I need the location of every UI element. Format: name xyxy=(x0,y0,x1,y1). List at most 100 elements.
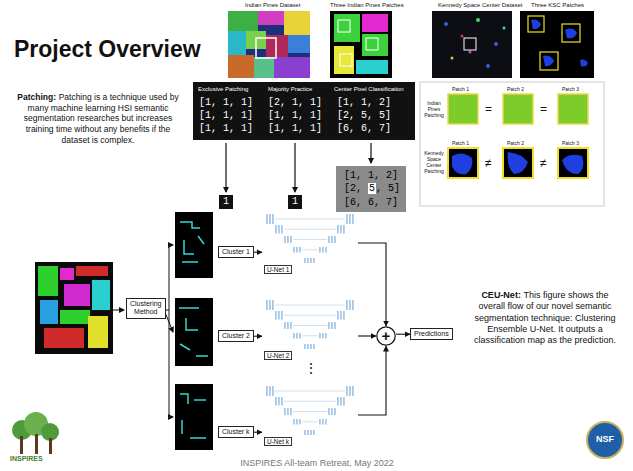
ksc-patches xyxy=(520,11,594,78)
bottleneck-bar xyxy=(313,344,315,349)
bottleneck-bar xyxy=(304,430,306,435)
skip-line xyxy=(275,219,345,220)
label: [1, 1, 1] xyxy=(268,110,322,121)
label: = xyxy=(485,102,492,116)
feature-bar xyxy=(272,386,274,396)
feature-bar xyxy=(325,333,327,339)
feature-bar xyxy=(284,322,286,329)
label: = xyxy=(540,102,547,116)
box-text: Cluster 1 xyxy=(222,248,250,256)
process-box: Cluster 2 xyxy=(218,330,254,342)
label: ≠ xyxy=(485,156,492,170)
feature-bar xyxy=(266,214,268,224)
feature-bar xyxy=(278,397,280,406)
indian-pines-image xyxy=(228,11,310,78)
label: [6, 6, 7] xyxy=(344,197,398,208)
feature-bar xyxy=(269,300,271,310)
label: Patch 3 xyxy=(562,140,579,146)
unet-block: U-Net k xyxy=(262,384,358,446)
ksc-image xyxy=(432,11,512,78)
feature-bar xyxy=(293,333,295,339)
feature-bar xyxy=(290,322,292,329)
connector xyxy=(254,252,262,253)
label: Majority Practice xyxy=(268,86,312,92)
feature-bar xyxy=(281,311,283,320)
box-text: Cluster 2 xyxy=(222,332,250,340)
feature-bar xyxy=(349,214,351,224)
feature-bar xyxy=(281,225,283,234)
label: [1, 1, 1] xyxy=(199,97,253,108)
connector xyxy=(396,334,410,335)
text-run: , 5] xyxy=(376,183,400,194)
clustering-lines xyxy=(113,245,173,417)
text-run: [2, xyxy=(344,183,362,194)
feature-bar xyxy=(269,214,271,224)
feature-bar xyxy=(346,300,348,310)
feature-bar xyxy=(343,311,345,320)
feature-bar xyxy=(343,397,345,406)
skip-line xyxy=(302,421,318,422)
label: INSPIRES All-team Retreat, May 2022 xyxy=(210,458,424,468)
unet-label: U-Net 1 xyxy=(264,265,292,274)
skip-line xyxy=(284,401,336,402)
text-run: Patching: xyxy=(17,92,56,102)
feature-bar xyxy=(299,419,301,425)
bottleneck-bar xyxy=(310,430,312,435)
feature-bar xyxy=(328,236,330,243)
label: Indian Pines Dataset xyxy=(245,2,300,8)
label: [1, 1, 1] xyxy=(199,123,253,134)
label: Center Pixel Classification xyxy=(334,86,404,92)
unet-label: U-Net 2 xyxy=(264,351,292,360)
feature-bar xyxy=(281,397,283,406)
bottleneck-bar xyxy=(304,258,306,263)
label: 1 xyxy=(288,195,302,209)
label: ⋮ xyxy=(304,361,318,375)
process-box: Cluster 1 xyxy=(218,246,254,258)
feature-bar xyxy=(275,225,277,234)
feature-bar xyxy=(331,408,333,415)
feature-bar xyxy=(290,408,292,415)
feature-bar xyxy=(287,408,289,415)
process-box: Predictions xyxy=(410,328,453,340)
feature-bar xyxy=(319,333,321,339)
feature-bar xyxy=(275,311,277,320)
feature-bar xyxy=(343,225,345,234)
feature-bar xyxy=(272,214,274,224)
feature-bar xyxy=(337,397,339,406)
feature-bar xyxy=(275,397,277,406)
feature-bar xyxy=(319,247,321,253)
label: Indian Pines Patching xyxy=(421,100,447,118)
label: [6, 6, 7] xyxy=(337,123,391,134)
feature-bar xyxy=(325,419,327,425)
label: Three Indian Pines Patches xyxy=(330,2,404,8)
label: Patch 3 xyxy=(562,86,579,92)
skip-line xyxy=(284,229,336,230)
bottleneck-bar xyxy=(313,258,315,263)
inspires-logo xyxy=(12,412,59,454)
label: [1, 1, 1] xyxy=(268,123,322,134)
label: Patch 1 xyxy=(452,86,469,92)
label: Kennedy Space Center Dataset xyxy=(438,2,522,8)
feature-bar xyxy=(287,236,289,243)
skip-line xyxy=(293,325,327,326)
feature-bar xyxy=(290,236,292,243)
feature-bar xyxy=(293,247,295,253)
skip-line xyxy=(293,239,327,240)
feature-bar xyxy=(287,322,289,329)
feature-bar xyxy=(322,419,324,425)
feature-bar xyxy=(346,386,348,396)
feature-bar xyxy=(296,333,298,339)
connector xyxy=(254,432,262,433)
label: Kennedy Space Center Patching xyxy=(421,150,447,174)
feature-bar xyxy=(346,214,348,224)
label: [2, 1, 1] xyxy=(268,97,322,108)
patch-compare-panel xyxy=(420,82,604,206)
circle-shape xyxy=(377,327,395,345)
skip-line xyxy=(302,249,318,250)
center-result-box xyxy=(336,166,406,212)
label: NSF xyxy=(595,434,615,444)
bottleneck-bar xyxy=(310,258,312,263)
box-text: Cluster k xyxy=(222,428,250,436)
